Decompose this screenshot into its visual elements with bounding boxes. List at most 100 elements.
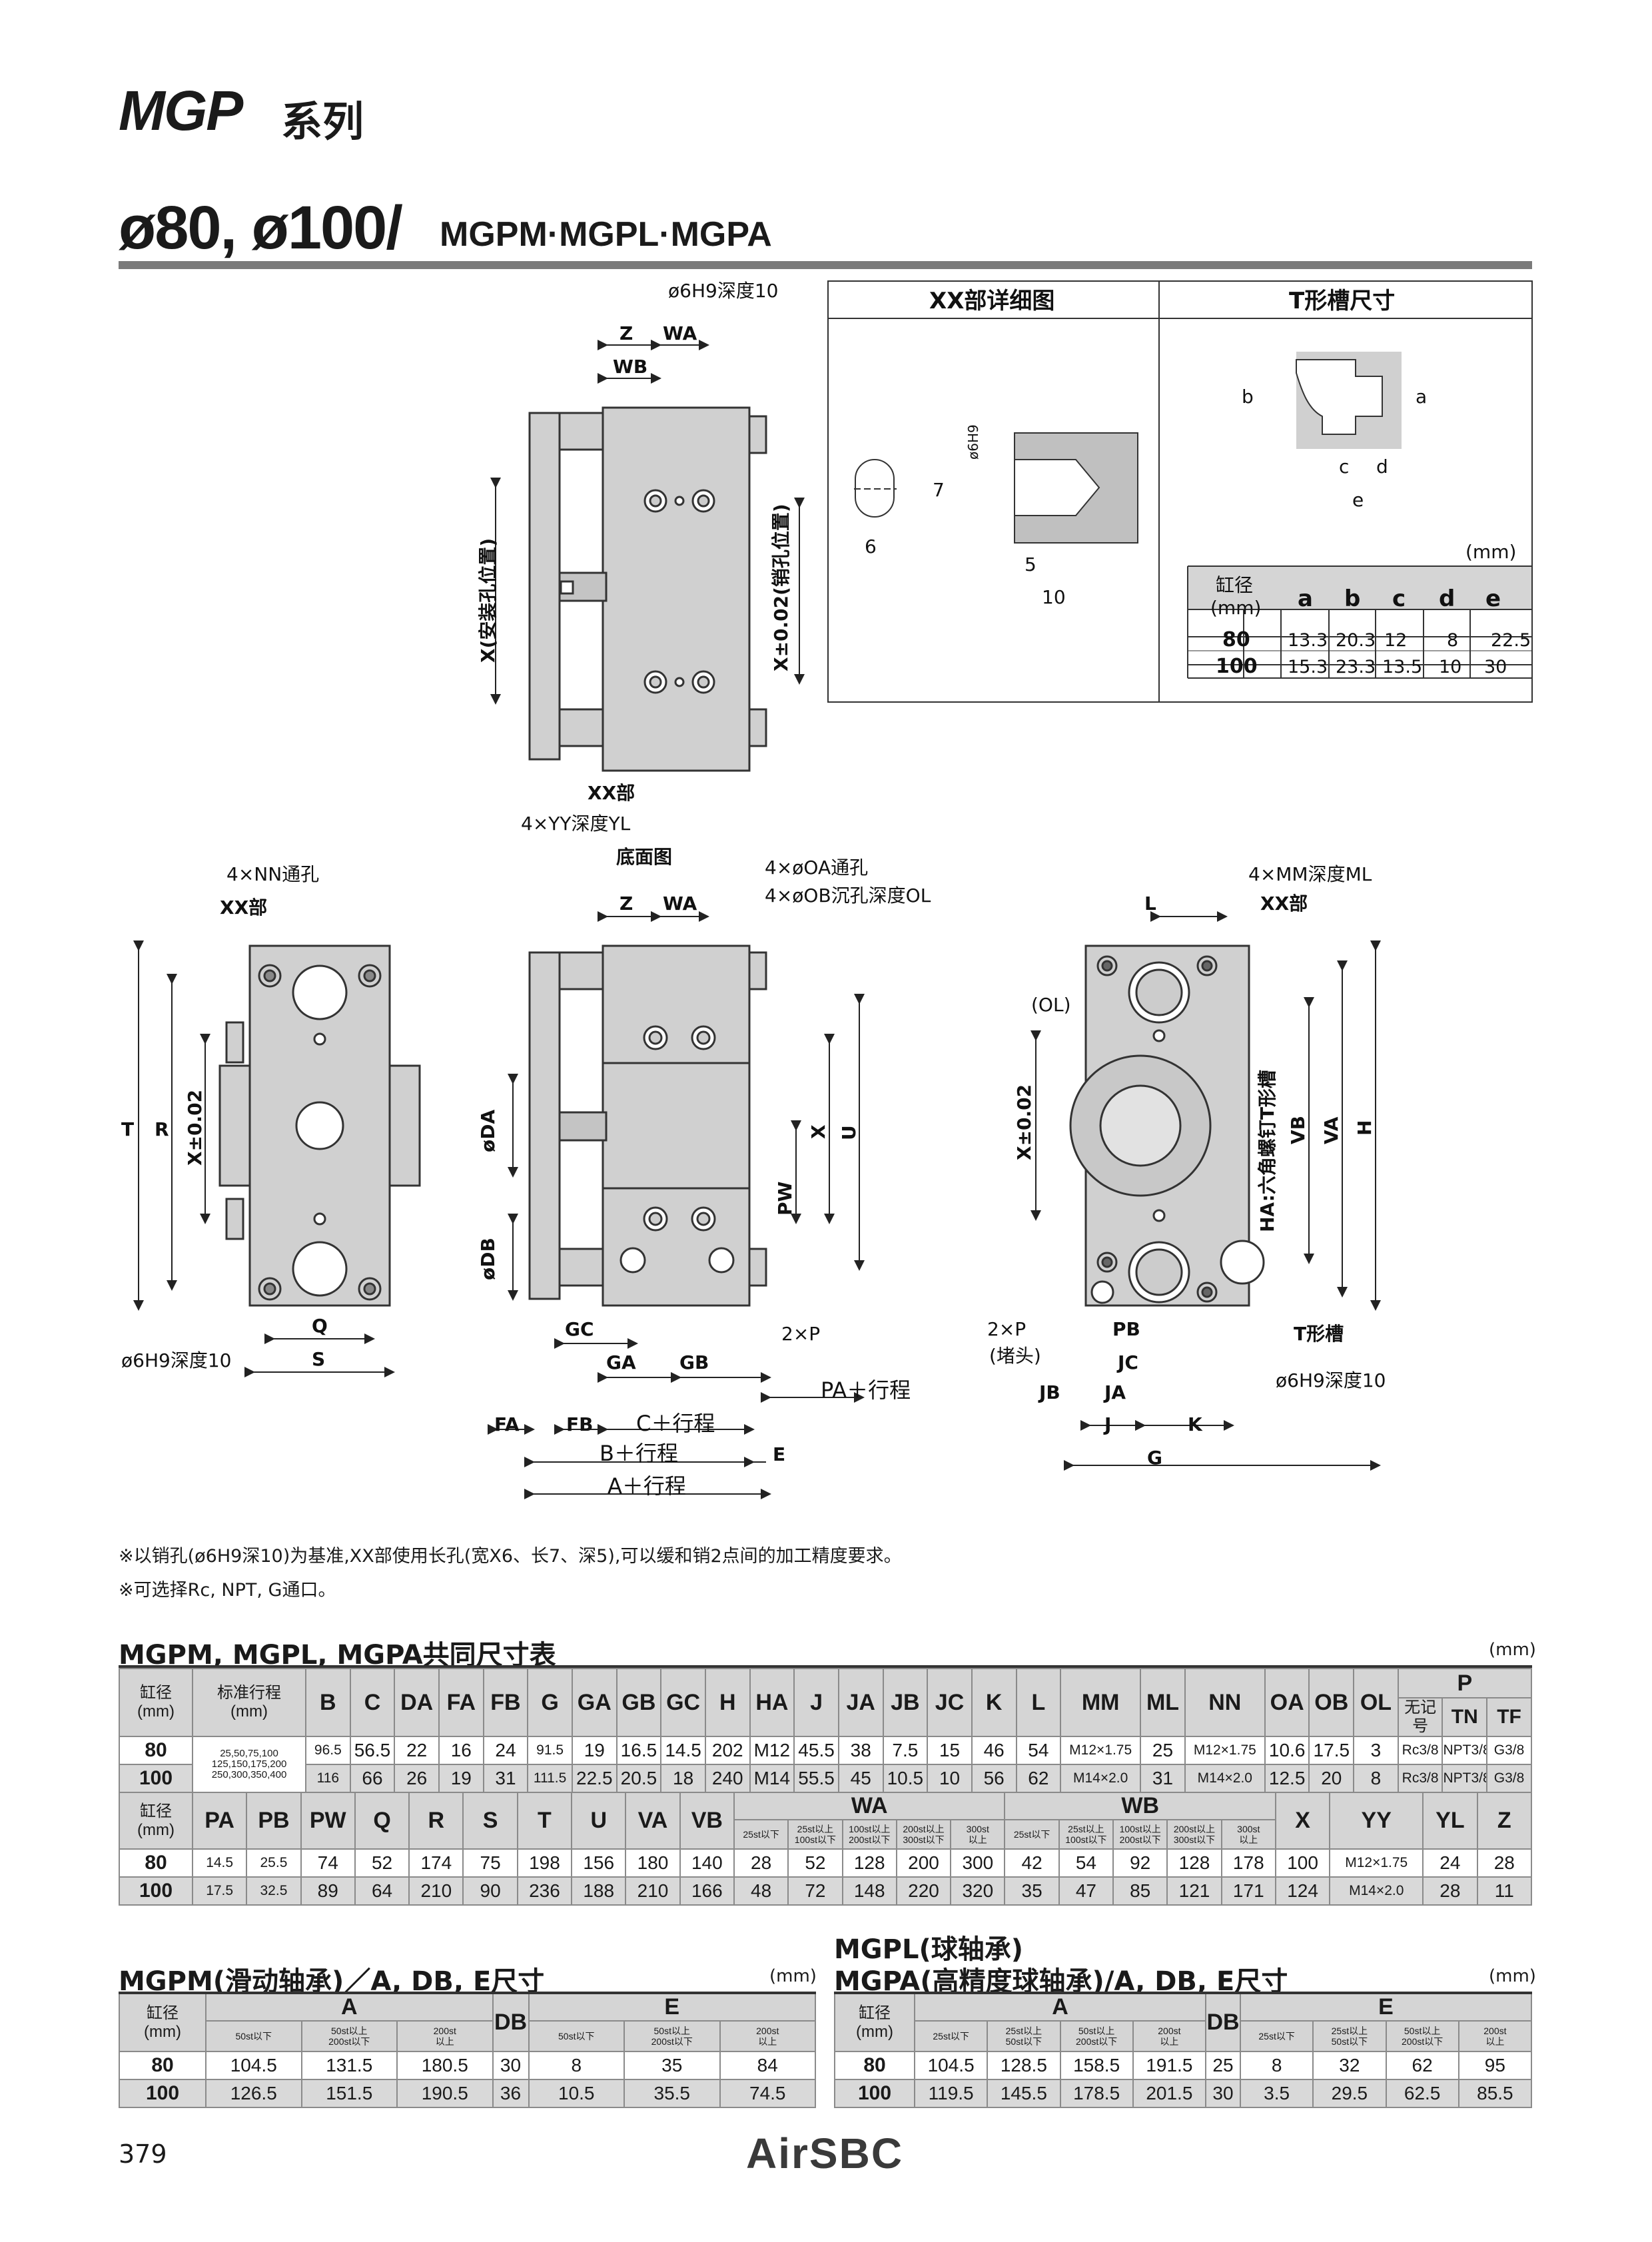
t2-head-VA: VA [625,1792,681,1850]
t2-80-WA2: 52 [787,1848,843,1878]
tslot-80-c: 12 [1384,630,1407,651]
t1-100-GA: 22.5 [571,1764,618,1793]
t1-80-FB: 24 [482,1736,529,1765]
t1-80-JB: 7.5 [882,1736,929,1765]
t1-100-MM: M14×2.0 [1060,1764,1142,1793]
t1-100-FA: 19 [438,1764,484,1793]
t4-80-v6: 8 [1239,2051,1314,2080]
mgpl-table-title-1: MGPL(球轴承) [834,1934,1024,1965]
label-h: H [1354,1120,1376,1136]
label-ob: 4×øOB沉孔深度OL [765,885,931,907]
t4-80-v1: 104.5 [913,2051,989,2080]
t1-head-H: H [704,1668,751,1737]
t4-80-v3: 158.5 [1059,2051,1134,2080]
label-slot-e: e [1352,489,1364,511]
label-d5: 5 [1025,554,1036,575]
t3-80-v1: 104.5 [205,2051,302,2080]
t2-80-S: 75 [462,1848,518,1878]
tslot-bore-100: 100 [1216,655,1258,678]
t2-100-WA2: 72 [787,1876,843,1906]
label-2p: 2×P [781,1323,820,1345]
tslot-col-c: c [1392,585,1406,612]
t4-bore-80: 80 [834,2051,915,2080]
t1-head-GA: GA [571,1668,618,1737]
t1-80-ML: 25 [1140,1736,1186,1765]
t3-head-E: E [528,1992,816,2022]
page-title: ø80, ø100/ [119,194,403,262]
t2-80-X: 100 [1274,1848,1331,1878]
header-rule [119,261,1532,269]
t1-head-C: C [349,1668,396,1737]
t3-e-sub-1: 50st以下 [528,2020,625,2052]
t1-head-G: G [527,1668,573,1737]
label-k: K [1188,1413,1203,1435]
t1-100-B: 116 [305,1764,351,1793]
label-plug: (堵头) [989,1345,1041,1367]
label-db: øDB [477,1238,499,1280]
t1-head-J: J [793,1668,839,1737]
t1-head-K: K [971,1668,1017,1737]
t2-head-T: T [516,1792,573,1850]
xx-detail-drawing [1014,432,1138,544]
t4-100-v4: 201.5 [1132,2079,1207,2108]
t2-head-WA: WA [733,1792,1006,1820]
t2-head-S: S [462,1792,518,1850]
label-ga: GA [606,1351,636,1373]
t4-100-v3: 178.5 [1059,2079,1134,2108]
label-c: C＋行程 [636,1411,715,1436]
t2-80-PW: 74 [300,1848,356,1878]
common-table-unit: (mm) [1489,1640,1536,1660]
t3-bore-80: 80 [119,2051,206,2080]
t1-100-NN: M14×2.0 [1184,1764,1266,1793]
t2-80-YY: M12×1.75 [1329,1848,1424,1878]
series-cn-label: 系列 [281,97,364,146]
t1-head-P: P [1397,1668,1533,1698]
t2-100-WA4: 220 [895,1876,952,1906]
t2-100-WA3: 148 [841,1876,897,1906]
t2-head-PW: PW [300,1792,356,1850]
label-slot-a: a [1416,386,1427,408]
t2-80-WB1: 42 [1004,1848,1060,1878]
t1-head-OB: OB [1308,1668,1355,1737]
label-xx-part: XX部 [588,782,635,804]
t4-80-v7: 32 [1312,2051,1387,2080]
t2-head-YY: YY [1329,1792,1424,1850]
t3-100-v4: 36 [492,2079,530,2108]
t1-bore-100: 100 [119,1764,193,1793]
t2-80-WB2: 54 [1058,1848,1114,1878]
t1-head-p-tn: TN [1442,1697,1488,1737]
t2-80-WB3: 92 [1112,1848,1168,1878]
t4-80-v2: 128.5 [987,2051,1061,2080]
label-mm: (mm) [1465,541,1516,563]
t3-100-v3: 190.5 [396,2079,494,2108]
t2-80-U: 156 [571,1848,627,1878]
label-oa: 4×øOA通孔 [765,857,868,879]
t3-100-v6: 35.5 [623,2079,721,2108]
t1-80-OL: 3 [1353,1736,1399,1765]
tslot-head-mm: (mm) [1210,597,1261,619]
tslot-100-d: 10 [1439,657,1461,677]
t2-80-VA: 180 [625,1848,681,1878]
t4-100-v5: 30 [1205,2079,1241,2108]
t2-head-WB: WB [1004,1792,1276,1820]
label-x-install: X(安装孔位置) [477,538,499,663]
t1-head-p-none: 无记号 [1397,1697,1444,1737]
t4-100-v1: 119.5 [913,2079,989,2108]
label-va: VA [1320,1116,1342,1144]
t1-100-C: 66 [349,1764,396,1793]
label-d10: 10 [1042,586,1066,608]
t4-100-v2: 145.5 [987,2079,1061,2108]
t4-100-v9: 85.5 [1457,2079,1533,2108]
tslot-80-d: 8 [1447,630,1458,651]
t1-80-MM: M12×1.75 [1060,1736,1142,1765]
t2-100-Q: 64 [354,1876,410,1906]
label-pin-right: ø6H9深度10 [1276,1369,1386,1391]
label-ha: HA:六角螺钉T形槽 [1256,1070,1278,1232]
t3-head-A: A [205,1992,494,2022]
